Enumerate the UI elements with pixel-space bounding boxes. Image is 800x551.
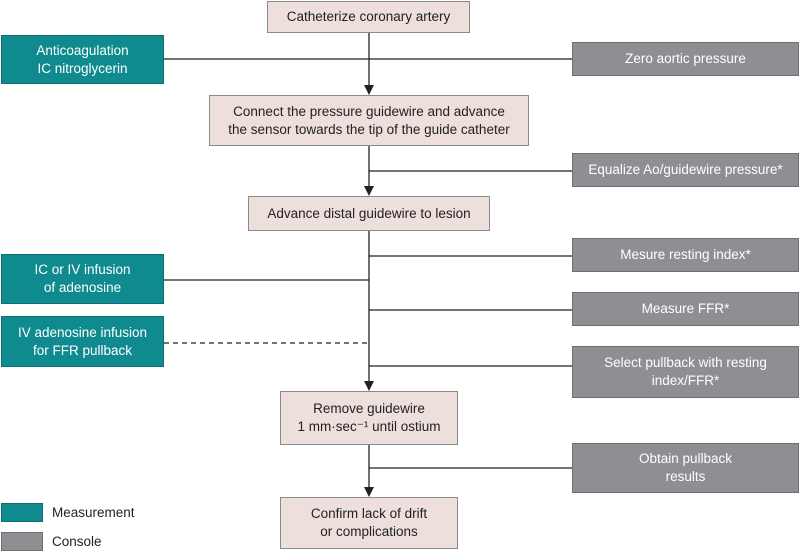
measurement-iv-adenosine-pullback-text: IV adenosine infusion for FFR pullback <box>18 324 147 360</box>
console-equalize-pressure: Equalize Ao/guidewire pressure* <box>572 153 799 187</box>
step-connect-guidewire: Connect the pressure guidewire and advan… <box>209 95 529 146</box>
step-remove-guidewire-line2: 1 mm·sec⁻¹ until ostium <box>297 419 441 434</box>
step-remove-guidewire-line1: Remove guidewire <box>313 401 425 416</box>
step-remove-guidewire-text: Remove guidewire 1 mm·sec⁻¹ until ostium <box>298 400 441 436</box>
legend-console-label: Console <box>52 534 102 549</box>
measurement-anticoagulation: Anticoagulation IC nitroglycerin <box>1 35 164 84</box>
legend-measurement-label: Measurement <box>52 505 135 520</box>
measurement-adenosine-infusion-text: IC or IV infusion of adenosine <box>34 261 130 297</box>
step-confirm-no-drift: Confirm lack of drift or complications <box>280 497 458 549</box>
console-measure-ffr: Measure FFR* <box>572 292 799 326</box>
step-advance-guidewire: Advance distal guidewire to lesion <box>248 196 490 231</box>
step-connect-guidewire-line1: Connect the pressure guidewire and advan… <box>233 103 505 119</box>
step-connect-guidewire-text: Connect the pressure guidewire and advan… <box>228 103 509 139</box>
console-obtain-pullback-results-line1: Obtain pullback <box>638 451 733 466</box>
step-advance-guidewire-label: Advance distal guidewire to lesion <box>267 205 471 221</box>
step-confirm-no-drift-text: Confirm lack of drift or complications <box>311 505 427 541</box>
console-resting-index-label: Mesure resting index* <box>620 247 751 262</box>
console-zero-aortic-pressure: Zero aortic pressure <box>572 42 799 76</box>
measurement-anticoagulation-line2: IC nitroglycerin <box>37 60 128 76</box>
measurement-adenosine-infusion-line1: IC or IV infusion <box>34 262 131 277</box>
console-obtain-pullback-results-text: Obtain pullback results <box>639 450 732 486</box>
step-remove-guidewire: Remove guidewire 1 mm·sec⁻¹ until ostium <box>280 391 458 445</box>
console-select-pullback-text: Select pullback with resting index/FFR* <box>604 354 767 390</box>
step-confirm-no-drift-line1: Confirm lack of drift <box>310 506 428 521</box>
console-equalize-pressure-label: Equalize Ao/guidewire pressure* <box>588 162 783 177</box>
step-catheterize-label: Catheterize coronary artery <box>286 9 451 24</box>
measurement-adenosine-infusion: IC or IV infusion of adenosine <box>1 254 164 304</box>
legend-measurement-swatch <box>1 503 43 522</box>
measurement-iv-adenosine-pullback: IV adenosine infusion for FFR pullback <box>1 316 164 367</box>
measurement-anticoagulation-text: Anticoagulation IC nitroglycerin <box>36 42 128 78</box>
console-resting-index: Mesure resting index* <box>572 238 799 272</box>
console-obtain-pullback-results: Obtain pullback results <box>572 443 799 493</box>
console-obtain-pullback-results-line2: results <box>665 469 706 484</box>
measurement-iv-adenosine-pullback-line1: IV adenosine infusion <box>17 324 148 340</box>
measurement-anticoagulation-line1: Anticoagulation <box>36 42 129 58</box>
console-zero-aortic-pressure-label: Zero aortic pressure <box>625 51 746 66</box>
legend-console-swatch <box>1 532 43 551</box>
console-select-pullback: Select pullback with resting index/FFR* <box>572 346 799 398</box>
step-confirm-no-drift-line2: or complications <box>320 524 418 539</box>
step-connect-guidewire-line2: the sensor towards the tip of the guide … <box>228 121 510 137</box>
measurement-adenosine-infusion-line2: of adenosine <box>43 280 122 295</box>
measurement-iv-adenosine-pullback-line2: for FFR pullback <box>32 342 133 358</box>
console-measure-ffr-label: Measure FFR* <box>641 301 730 316</box>
console-select-pullback-line2: index/FFR* <box>651 373 720 388</box>
console-select-pullback-line1: Select pullback with resting <box>604 355 767 370</box>
step-catheterize: Catheterize coronary artery <box>267 1 470 33</box>
